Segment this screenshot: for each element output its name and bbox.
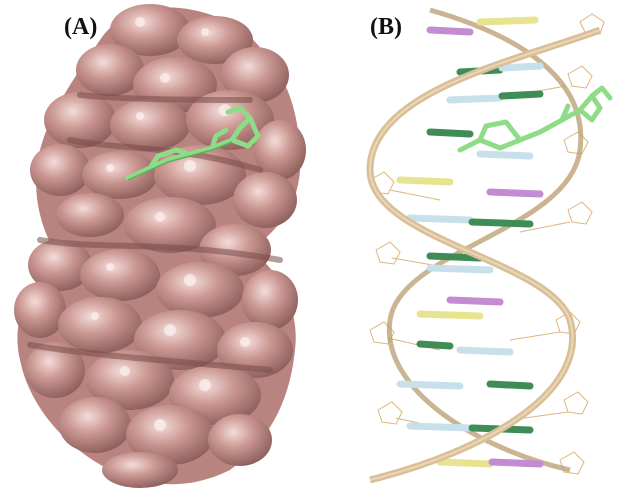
dna-surface bbox=[14, 4, 306, 488]
base-pairs bbox=[396, 16, 544, 468]
ligand-sticks bbox=[457, 85, 613, 153]
sugar-lines bbox=[369, 13, 605, 475]
ligand-sticks bbox=[125, 105, 261, 181]
dna-helix-illustration bbox=[366, 7, 613, 484]
panel-label-b: (B) bbox=[370, 14, 402, 40]
panel-a-surface-model: (A) bbox=[14, 4, 306, 488]
panel-label-a: (A) bbox=[64, 14, 98, 40]
panel-b-helix-model: (B) bbox=[330, 0, 629, 493]
backbone-back bbox=[386, 7, 584, 473]
dna-surface-illustration bbox=[14, 4, 306, 488]
